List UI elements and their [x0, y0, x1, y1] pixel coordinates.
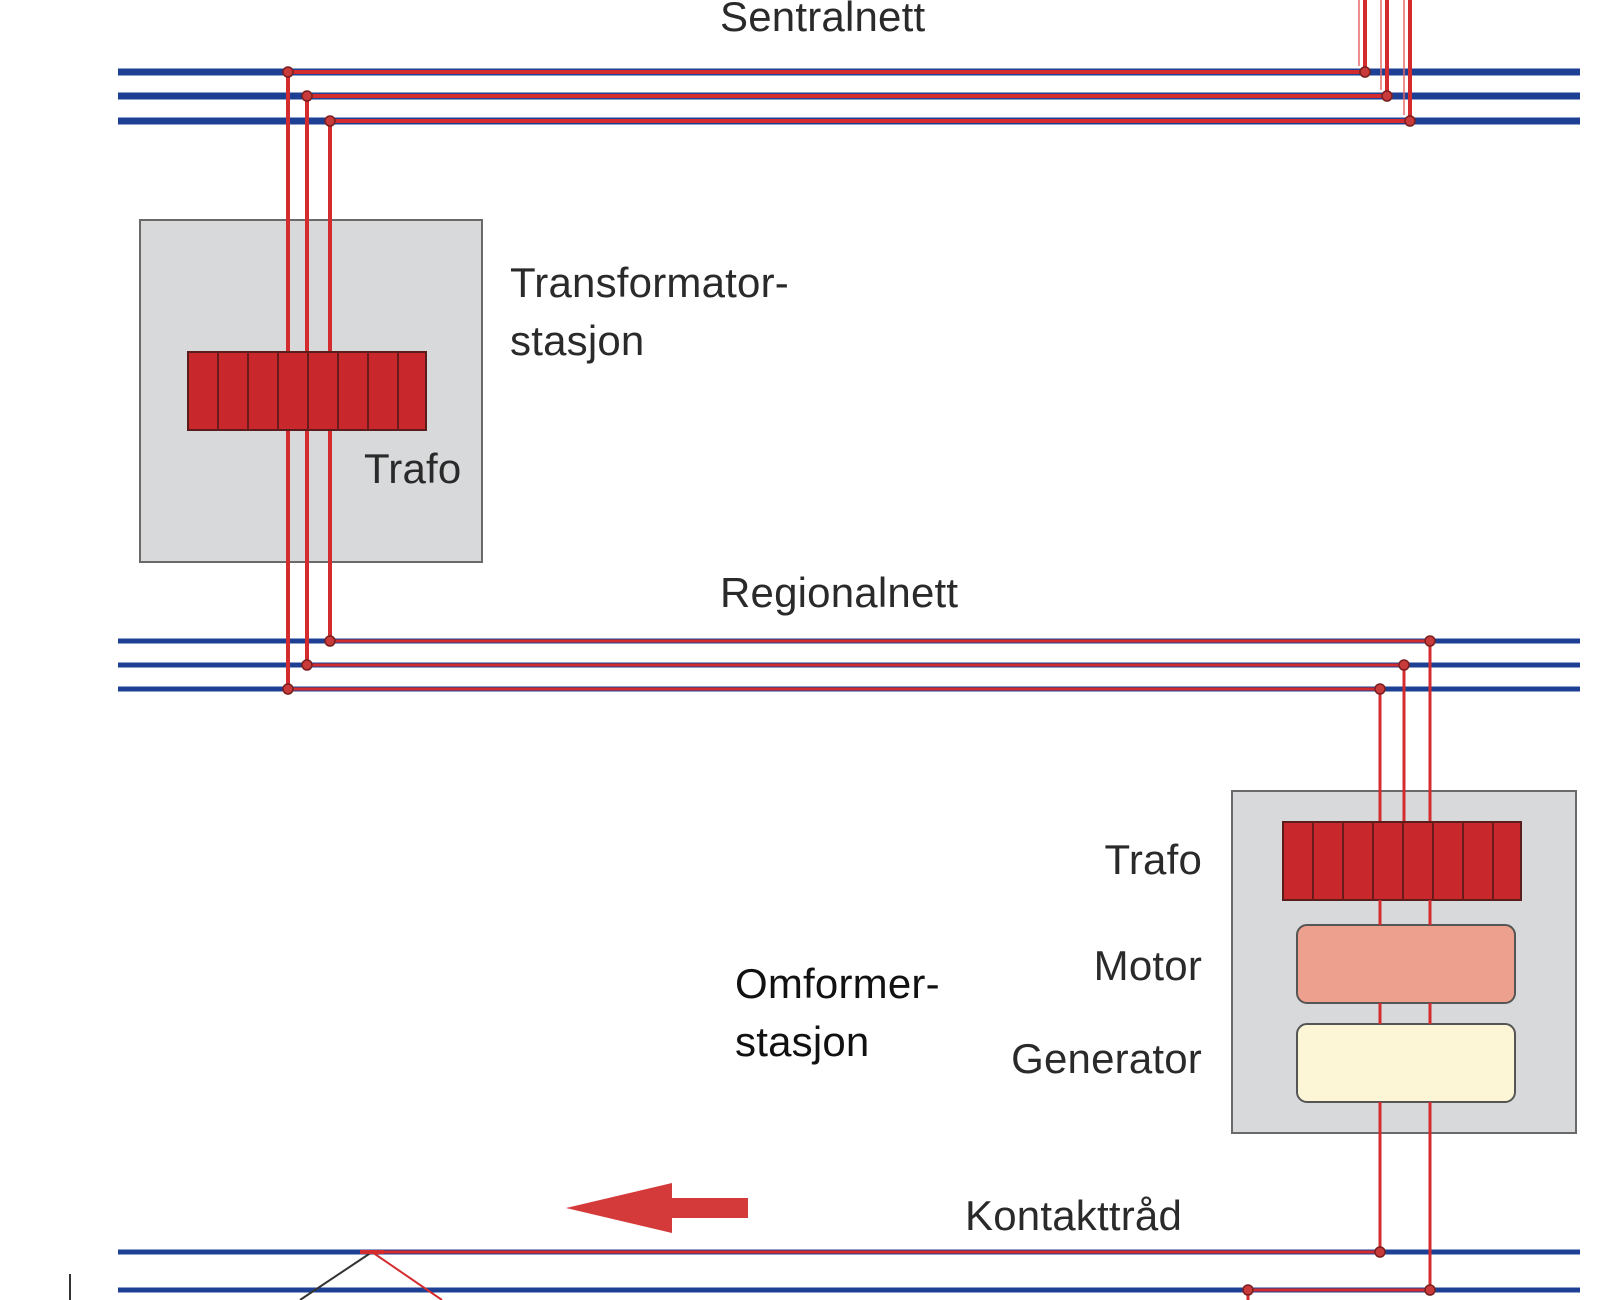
trafo-converter-station [1282, 821, 1522, 901]
converter-station-title: Omformer- stasjon [735, 955, 940, 1071]
trafo-transformer-station [187, 351, 427, 431]
transformer-station-title-line1: Transformator- [510, 259, 789, 306]
transformer-station-title-line2: stasjon [510, 317, 645, 364]
kontakttrad-bus [118, 1249, 1580, 1293]
pantograph [299, 1250, 443, 1300]
converter-station-title-line2: stasjon [735, 1018, 870, 1065]
converter-station-title-line1: Omformer- [735, 960, 940, 1007]
generator-block [1296, 1023, 1516, 1103]
transformer-station-title: Transformator- stasjon [510, 254, 789, 370]
motor-block [1296, 924, 1516, 1004]
feeder-upper-highlight [1358, 0, 1405, 115]
generator-label: Generator [1011, 1035, 1202, 1082]
sentralnett-label: Sentralnett [720, 0, 926, 40]
motor-label: Motor [1093, 942, 1202, 989]
junction-dots [282, 66, 1436, 1296]
feeder-converter-through [1378, 900, 1432, 1290]
kontakttrad-label: Kontakttråd [965, 1192, 1182, 1239]
arrow-left-icon [566, 1183, 748, 1233]
trafo-label-converter-station: Trafo [1104, 836, 1202, 883]
regionalnett-label: Regionalnett [720, 569, 959, 616]
trafo-label-transformer-station: Trafo [364, 445, 462, 492]
